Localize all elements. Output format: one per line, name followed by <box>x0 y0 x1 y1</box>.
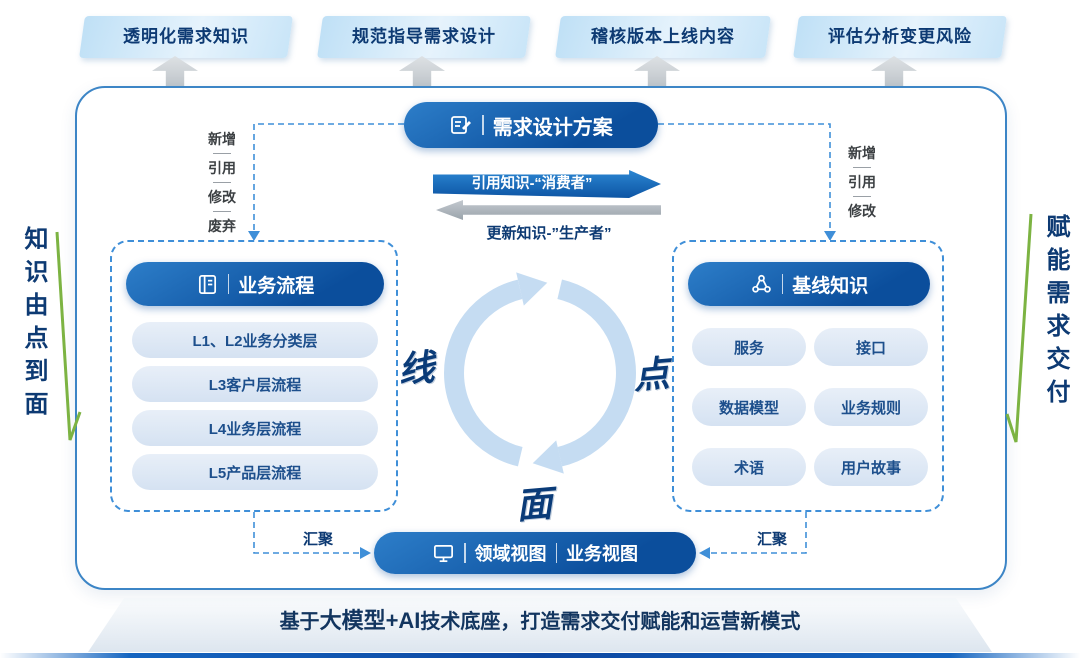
business-view-label: 业务视图 <box>566 544 638 564</box>
top-banner-change-risk: 评估分析变更风险 <box>793 16 1007 58</box>
knowledge-item: 用户故事 <box>814 448 928 486</box>
knowledge-item: 接口 <box>814 328 928 366</box>
banner-label: 稽核版本上线内容 <box>591 27 735 46</box>
divider <box>482 115 484 135</box>
knowledge-ops-left: 新增 引用 修改 废弃 <box>198 130 246 235</box>
process-layer-item: L3客户层流程 <box>132 366 378 402</box>
op-label: 修改 <box>848 203 876 219</box>
op-label: 新增 <box>208 131 236 147</box>
converge-label-right: 汇聚 <box>756 531 787 548</box>
banner-label: 规范指导需求设计 <box>352 27 496 46</box>
op-label: 引用 <box>848 174 876 190</box>
side-slogan-right: 赋能需求交付 <box>1042 214 1069 412</box>
op-label: 引用 <box>208 160 236 176</box>
footer-platform <box>88 598 992 652</box>
bottom-accent-line <box>0 653 1080 658</box>
up-arrow-icon <box>634 56 680 87</box>
banner-label: 评估分析变更风险 <box>828 27 972 46</box>
monitor-icon <box>432 542 455 565</box>
divider <box>227 274 230 294</box>
baseline-knowledge-header: 基线知识 <box>688 262 930 306</box>
knowledge-item: 业务规则 <box>814 388 928 426</box>
process-layer-item: L4业务层流程 <box>132 410 378 446</box>
divider <box>464 543 466 563</box>
document-pen-icon <box>449 113 473 137</box>
footer-prefix: 基于 <box>279 611 320 633</box>
up-arrow-icon <box>152 56 198 87</box>
linked-nodes-icon <box>750 273 773 296</box>
domain-view-label: 领域视图 <box>474 544 547 564</box>
op-label: 修改 <box>208 189 236 205</box>
knowledge-ops-right: 新增 引用 修改 <box>838 144 886 220</box>
business-process-title: 业务流程 <box>238 275 315 297</box>
requirement-design-label: 需求设计方案 <box>492 116 613 139</box>
knowledge-item: 术语 <box>692 448 806 486</box>
op-label: 废弃 <box>208 218 236 234</box>
cycle-label-surface: 面 <box>514 482 555 528</box>
consume-arrow-label: 引用知识-“消费者” <box>471 176 593 192</box>
views-pill: 领域视图 业务视图 <box>374 532 696 574</box>
divider <box>781 274 784 294</box>
produce-arrow-label: 更新知识-”生产者” <box>486 225 612 242</box>
side-slogan-left: 知识由点到面 <box>20 226 47 424</box>
business-process-header: 业务流程 <box>126 262 384 306</box>
cycle-label-point: 点 <box>631 352 672 398</box>
up-arrow-icon <box>871 56 917 87</box>
footer-highlight: 大模型+AI <box>319 608 421 633</box>
baseline-knowledge-title: 基线知识 <box>792 275 869 297</box>
top-banner-guide-design: 规范指导需求设计 <box>317 16 531 58</box>
consume-arrow-icon <box>433 170 661 198</box>
banner-label: 透明化需求知识 <box>123 27 249 46</box>
process-layer-item: L5产品层流程 <box>132 454 378 490</box>
notebook-icon <box>196 273 219 296</box>
knowledge-item: 数据模型 <box>692 388 806 426</box>
cycle-label-line: 线 <box>396 346 437 392</box>
op-label: 新增 <box>848 145 876 161</box>
divider <box>213 153 231 154</box>
up-arrow-icon <box>399 56 445 87</box>
divider <box>213 211 231 212</box>
process-layer-item: L1、L2业务分类层 <box>132 322 378 358</box>
converge-label-left: 汇聚 <box>302 531 333 548</box>
green-accent-right <box>1005 213 1033 443</box>
top-banner-transparent-knowledge: 透明化需求知识 <box>79 16 293 58</box>
divider <box>213 182 231 183</box>
divider <box>555 543 557 563</box>
requirement-design-pill: 需求设计方案 <box>404 102 658 148</box>
baseline-knowledge-panel: 基线知识 服务 接口 数据模型 业务规则 术语 用户故事 <box>672 240 944 512</box>
footer-suffix: 技术底座，打造需求交付赋能和运营新模式 <box>420 611 801 633</box>
divider <box>853 167 871 168</box>
divider <box>853 196 871 197</box>
top-banner-audit-release: 稽核版本上线内容 <box>555 16 771 58</box>
business-process-panel: 业务流程 L1、L2业务分类层 L3客户层流程 L4业务层流程 L5产品层流程 <box>110 240 398 512</box>
footer-slogan: 基于大模型+AI技术底座，打造需求交付赋能和运营新模式 <box>0 603 1080 635</box>
knowledge-item: 服务 <box>692 328 806 366</box>
